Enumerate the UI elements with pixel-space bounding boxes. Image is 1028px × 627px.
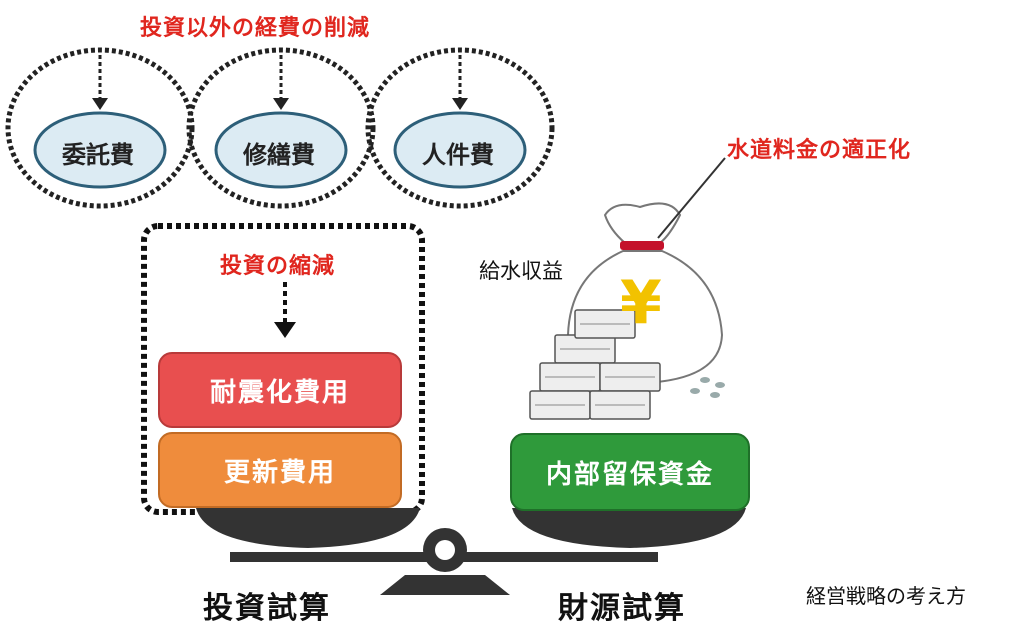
management-strategy-caption: 経営戦略の考え方 [806,584,966,608]
expense-item-entrustment: 委託費 [62,141,134,169]
down-arrow-icon [98,55,462,100]
investment-reduction-title: 投資の縮減 [220,254,336,279]
expense-oval-outer-2 [186,47,376,209]
funding-estimate-label: 財源試算 [558,591,686,626]
renewal-cost-box: 更新費用 [158,432,402,508]
expense-oval-inner-2 [214,111,348,189]
expense-reduction-title: 投資以外の経費の削減 [140,16,371,41]
expense-oval-outer-3 [365,47,555,209]
seismic-cost-box: 耐震化費用 [158,352,402,428]
down-arrow-head-2 [273,98,289,110]
water-rate-title: 水道料金の適正化 [727,138,912,163]
down-arrow-head-3 [452,98,468,110]
expense-ovals-graphic [5,47,555,209]
down-arrow-head-1 [92,98,108,110]
money-bag-icon [529,202,725,420]
expense-oval-inner-3 [393,111,527,189]
expense-item-repair: 修繕費 [243,141,315,169]
expense-oval-inner-1 [33,111,167,189]
water-revenue-label: 給水収益 [479,259,563,283]
investment-estimate-label: 投資試算 [203,591,331,626]
internal-reserve-box: 内部留保資金 [510,433,750,511]
yen-symbol: ¥ [620,268,662,338]
expense-item-personnel: 人件費 [422,141,494,169]
expense-oval-outer-1 [5,47,195,209]
